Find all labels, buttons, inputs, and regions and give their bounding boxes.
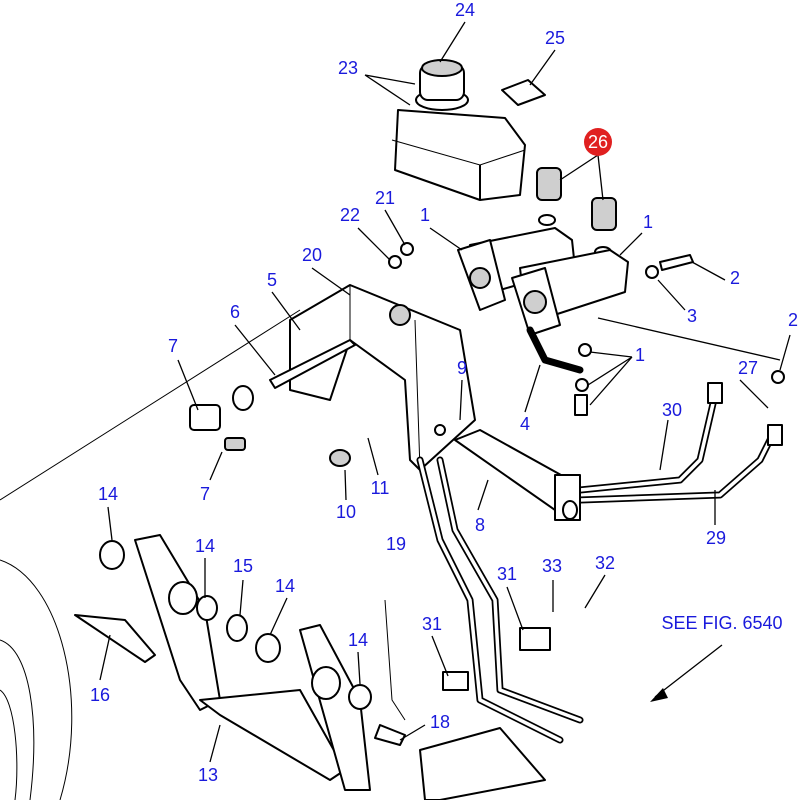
label-1: 1 [420,205,430,225]
label-7: 7 [200,484,210,504]
label-29: 29 [706,528,726,548]
pushrod [189,339,356,467]
label-19: 19 [386,534,406,554]
label-26: 26 [588,132,608,152]
label-31: 31 [422,614,442,634]
reference-arrow [650,688,668,702]
label-31: 31 [497,564,517,584]
label-13: 13 [198,765,218,785]
label-18: 18 [430,712,450,732]
label-14: 14 [98,484,118,504]
brake-pipes [416,326,783,744]
label-2: 2 [730,268,740,288]
bolts-washers [388,242,785,416]
label-1: 1 [643,212,653,232]
label-27: 27 [738,358,758,378]
label-2: 2 [788,310,798,330]
label-4: 4 [520,414,530,434]
label-14: 14 [348,630,368,650]
label-23: 23 [338,58,358,78]
label-11: 11 [371,478,390,498]
label-16: 16 [90,685,110,705]
master-cylinder [457,227,629,336]
highlight-marker [584,128,612,156]
label-14: 14 [275,576,295,596]
label-33: 33 [542,556,562,576]
label-10: 10 [336,502,356,522]
label-1: 1 [635,345,645,365]
label-3: 3 [687,306,697,326]
label-32: 32 [595,553,615,573]
label-24: 24 [455,0,475,20]
cross-shaft [454,429,581,521]
cab-outline [0,309,301,800]
label-8: 8 [475,515,485,535]
label-22: 22 [340,205,360,225]
see-figure-reference: SEE FIG. 6540 [661,613,782,633]
label-14: 14 [195,536,215,556]
mounting-bracket [289,284,476,471]
fluid-reservoir [391,59,526,201]
brake-pedals [74,534,551,800]
label-5: 5 [267,270,277,290]
label-21: 21 [375,188,395,208]
label-9: 9 [457,358,467,378]
label-15: 15 [233,556,253,576]
label-7: 7 [168,336,178,356]
reservoir-seal [501,79,546,106]
label-6: 6 [230,302,240,322]
label-20: 20 [302,245,322,265]
label-30: 30 [662,400,682,420]
leader-lines [99,21,791,763]
label-25: 25 [545,28,565,48]
